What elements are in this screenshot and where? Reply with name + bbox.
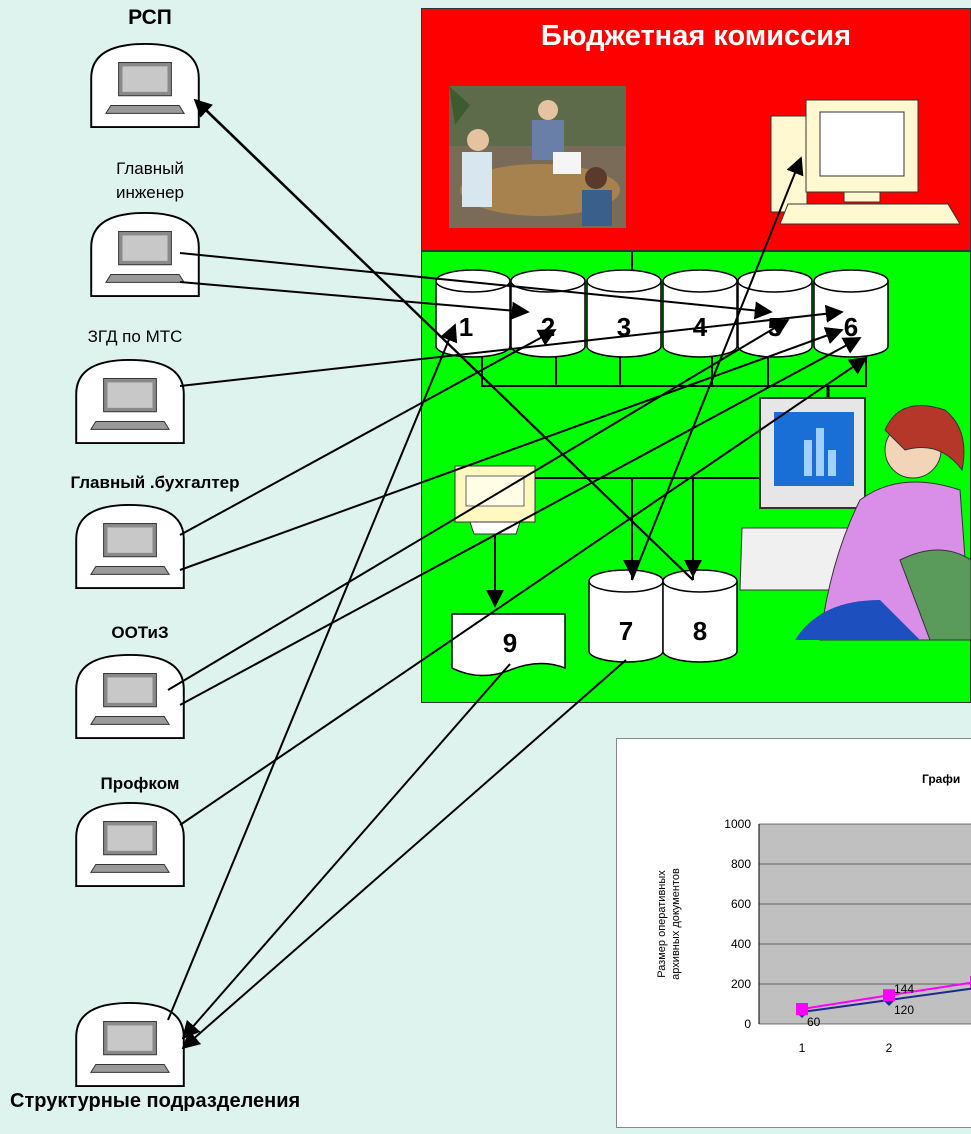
zgd-mts-terminal-icon: [75, 358, 185, 445]
chief-accountant-label: Главный .бухгалтер: [70, 473, 240, 492]
database-3-number: 3: [617, 312, 631, 342]
data-label: 144: [894, 982, 914, 996]
chart-title: Графи: [922, 772, 960, 786]
data-label: 120: [894, 1003, 914, 1017]
y-tick-label: 200: [731, 977, 751, 991]
x-tick-label: 2: [886, 1041, 893, 1055]
chief-engineer-terminal-icon: [90, 211, 200, 298]
plot-area: [759, 824, 971, 1024]
zgd-mts-label: ЗГД по МТС: [87, 327, 183, 346]
chief-accountant-terminal-icon: [75, 503, 185, 590]
data-label: 60: [807, 1015, 821, 1029]
database-1-number: 1: [459, 312, 473, 342]
database-2-icon: [510, 269, 586, 358]
meeting-clipart-icon: [449, 86, 626, 228]
document-9-icon: [451, 613, 566, 677]
y-tick-label: 1000: [724, 817, 751, 831]
printer-icon: [454, 465, 536, 535]
struct-units-terminal-icon: [75, 1001, 185, 1088]
profkom-label: Профком: [100, 774, 180, 793]
ootiz-terminal-icon: [75, 653, 185, 740]
database-7-number: 7: [619, 616, 633, 646]
y-tick-label: 0: [744, 1017, 751, 1031]
chief-engineer-label: Главный инженер: [115, 159, 184, 202]
database-4-icon: [662, 269, 738, 358]
database-6-icon: [813, 269, 889, 358]
series-2-point: [796, 1003, 808, 1015]
series-2-point: [883, 989, 895, 1002]
rsp-terminal-icon: [90, 42, 200, 129]
computer-icon: [770, 99, 961, 225]
x-tick-label: 1: [799, 1041, 806, 1055]
budget-commission-title: Бюджетная комиссия: [540, 20, 852, 52]
rsp-label: РСП: [128, 6, 172, 29]
document-9-number: 9: [503, 628, 517, 658]
y-tick-label: 600: [731, 897, 751, 911]
structural-units-label: Структурные подразделения: [10, 1090, 301, 1112]
database-8-icon: [662, 569, 738, 663]
ootiz-label: ООТиЗ: [111, 623, 169, 642]
database-8-number: 8: [693, 616, 707, 646]
y-tick-label: 800: [731, 857, 751, 871]
operator-clipart-icon: [739, 397, 971, 641]
database-6-number: 6: [844, 312, 858, 342]
y-tick-label: 400: [731, 937, 751, 951]
profkom-terminal-icon: [75, 801, 185, 888]
